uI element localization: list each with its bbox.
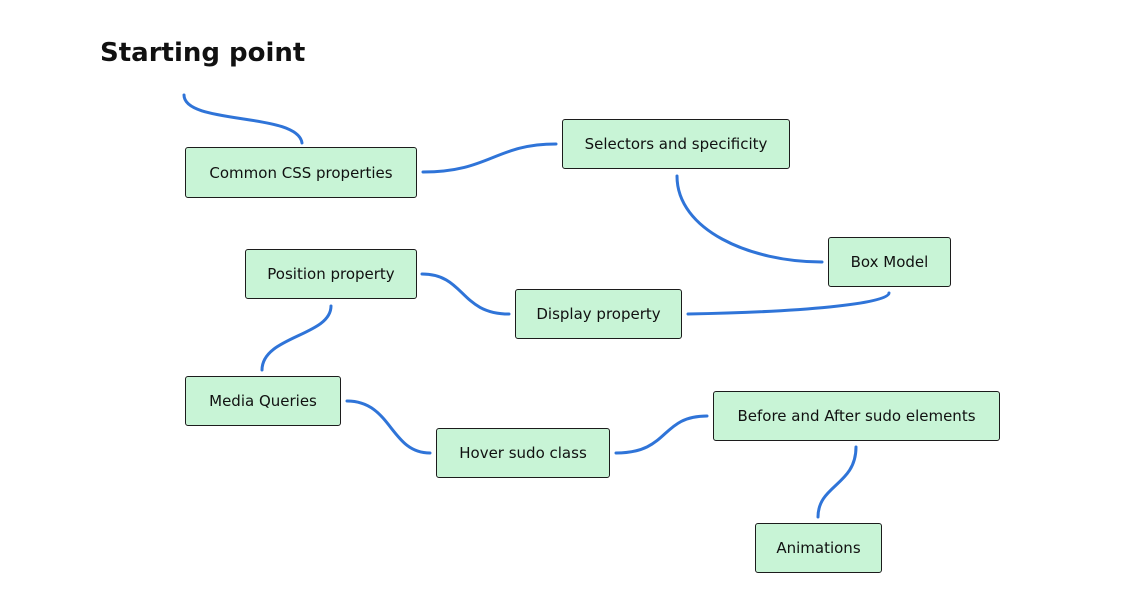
node-common-css-properties[interactable]: Common CSS properties	[185, 147, 417, 198]
connector-common-to-selectors	[421, 142, 558, 174]
node-box-model[interactable]: Box Model	[828, 237, 951, 287]
node-before-and-after-sudo-elements[interactable]: Before and After sudo elements	[713, 391, 1000, 441]
connector-display-to-position	[420, 272, 511, 316]
node-hover-sudo-class[interactable]: Hover sudo class	[436, 428, 610, 478]
connector-start-to-common	[182, 93, 304, 145]
node-selectors-and-specificity[interactable]: Selectors and specificity	[562, 119, 790, 169]
connector-media-to-hover	[345, 399, 432, 455]
connector-before-after-to-animations	[816, 445, 858, 519]
node-media-queries[interactable]: Media Queries	[185, 376, 341, 426]
connector-position-to-media	[260, 304, 333, 372]
diagram-title: Starting point	[100, 38, 306, 68]
connector-selectors-to-box-model	[675, 174, 824, 264]
node-display-property[interactable]: Display property	[515, 289, 682, 339]
connector-hover-to-before-after	[614, 414, 709, 455]
node-position-property[interactable]: Position property	[245, 249, 417, 299]
node-animations[interactable]: Animations	[755, 523, 882, 573]
connector-box-model-to-display	[686, 291, 891, 316]
